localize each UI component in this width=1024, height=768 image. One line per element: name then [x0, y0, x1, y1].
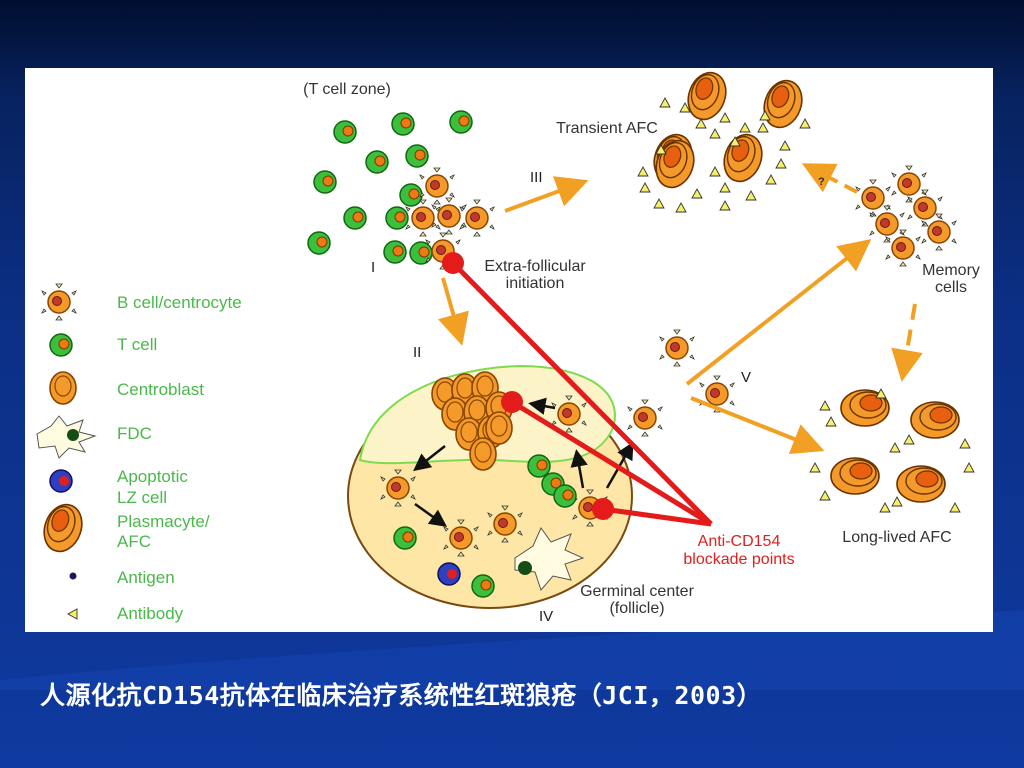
legend-label-b-cell: B cell/centrocyte [117, 293, 242, 312]
centroblast-icon [49, 371, 77, 405]
legend-label-antibody: Antibody [117, 604, 184, 623]
antigen-icon [69, 572, 77, 580]
memory-cells-label-1: Memory [922, 262, 980, 279]
legend-label-t-cell: T cell [117, 335, 157, 354]
legend-label-centroblast: Centroblast [117, 380, 204, 399]
arrow-to-long-lived-afc [690, 396, 825, 455]
diagram-panel: (T cell zone) I Extra-follicular initiat… [25, 68, 993, 632]
t-cell-zone-label: (T cell zone) [303, 81, 391, 98]
germinal-center [347, 364, 663, 609]
legend-label-apoptotic-2: LZ cell [117, 488, 167, 507]
question-mark-label: ? [818, 176, 825, 188]
slide-caption: 人源化抗CD154抗体在临床治疗系统性红斑狼疮（JCI，2003） [40, 681, 763, 710]
b-cell-icon [41, 283, 77, 321]
anti-cd154-blockade-lines [442, 252, 713, 527]
long-lived-afc-cluster [809, 388, 975, 513]
t-cell-icon [49, 333, 73, 357]
germinal-center-label-1: Germinal center [580, 583, 694, 600]
memory-cell-cluster [855, 165, 957, 267]
stage-i-label: I [371, 259, 375, 276]
long-lived-afc-label: Long-lived AFC [842, 529, 951, 546]
arrow-to-memory-cells [685, 239, 872, 386]
transient-afc-label: Transient AFC [556, 120, 658, 137]
transient-afc-cluster [637, 68, 811, 213]
legend-label-apoptotic-1: Apoptotic [117, 467, 188, 486]
extra-follicular-label-2: initiation [506, 275, 565, 292]
blockade-label-2: blockade points [683, 551, 794, 568]
stage-ii-label: II [413, 344, 421, 361]
dashed-arrow-to-transient-afc [801, 163, 858, 194]
extra-follicular-label-1: Extra-follicular [484, 258, 586, 275]
blockade-label-1: Anti-CD154 [698, 533, 781, 550]
legend: B cell/centrocyte T cell Centroblast FDC… [36, 283, 242, 623]
memory-cells-label-2: cells [935, 279, 967, 296]
stage-v-label: V [741, 369, 751, 386]
germinal-center-label-2: (follicle) [609, 600, 664, 617]
arrow-to-transient-afc [504, 176, 589, 213]
arrow-to-germinal-center [438, 277, 469, 346]
legend-label-antigen: Antigen [117, 568, 175, 587]
apoptotic-cell-icon [49, 469, 73, 493]
plasmacyte-icon [37, 498, 89, 558]
legend-label-plasmacyte-2: AFC [117, 532, 151, 551]
legend-label-fdc: FDC [117, 424, 152, 443]
stage-iv-label: IV [539, 608, 553, 625]
legend-label-plasmacyte-1: Plasmacyte/ [117, 512, 210, 531]
t-cell-cluster [307, 110, 495, 270]
antibody-icon [67, 608, 78, 620]
stage-iii-label: III [530, 169, 543, 186]
dashed-arrow-to-long-lived-afc [891, 303, 923, 382]
fdc-icon [36, 415, 97, 459]
